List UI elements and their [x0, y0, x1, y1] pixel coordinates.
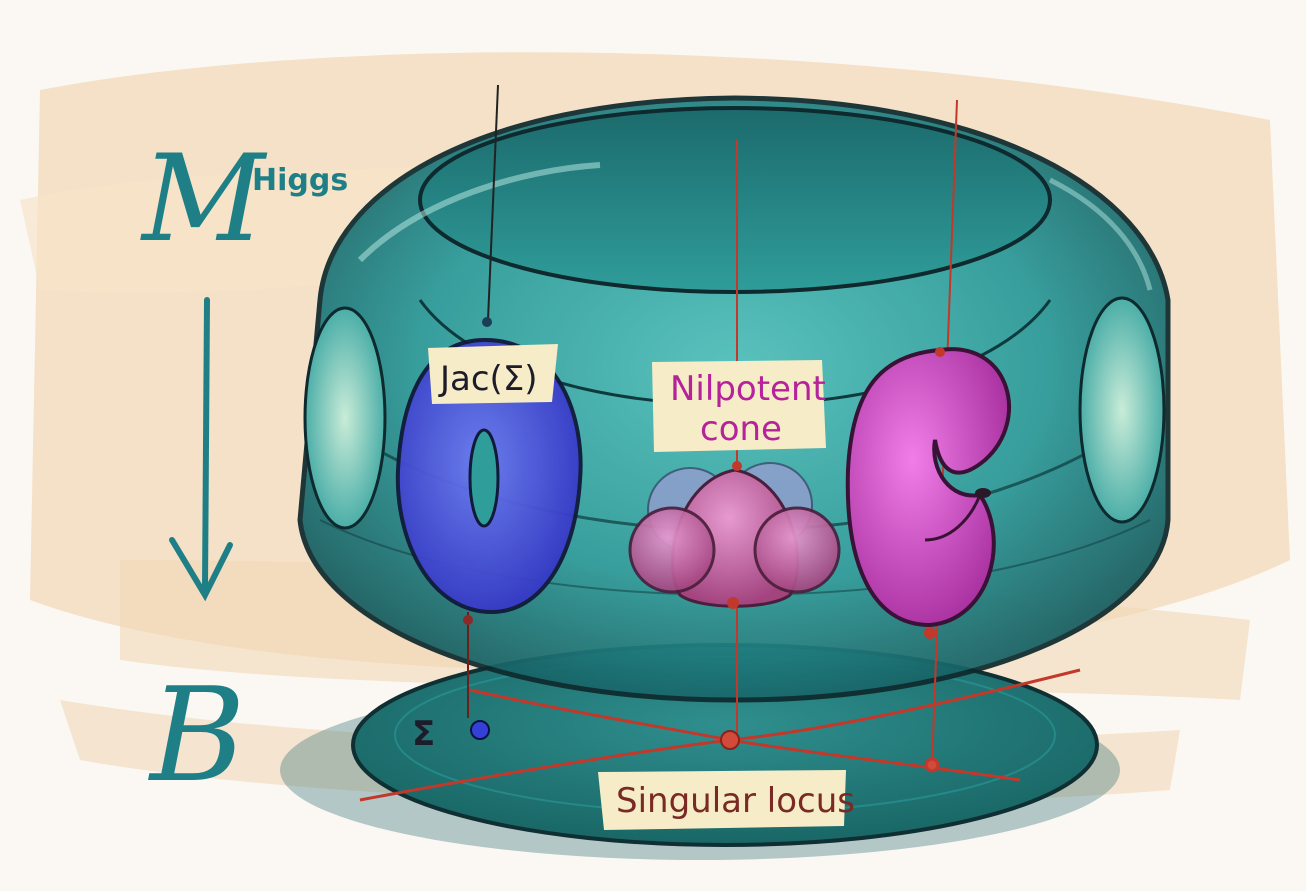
- right-window: [1080, 298, 1164, 522]
- sigma-point: [471, 721, 489, 739]
- total-space-superscript: Higgs: [252, 163, 348, 198]
- nilpotent-label-line1: Nilpotent: [670, 369, 826, 409]
- base-space-label: B: [148, 659, 246, 811]
- left-window: [305, 308, 385, 528]
- total-space-label: M: [140, 130, 268, 269]
- sigma-label: Σ: [412, 714, 435, 754]
- singular-locus-label: Singular locus: [616, 781, 855, 821]
- jacobian-label: Jac(Σ): [438, 359, 538, 399]
- nilpotent-label-line2: cone: [700, 409, 782, 449]
